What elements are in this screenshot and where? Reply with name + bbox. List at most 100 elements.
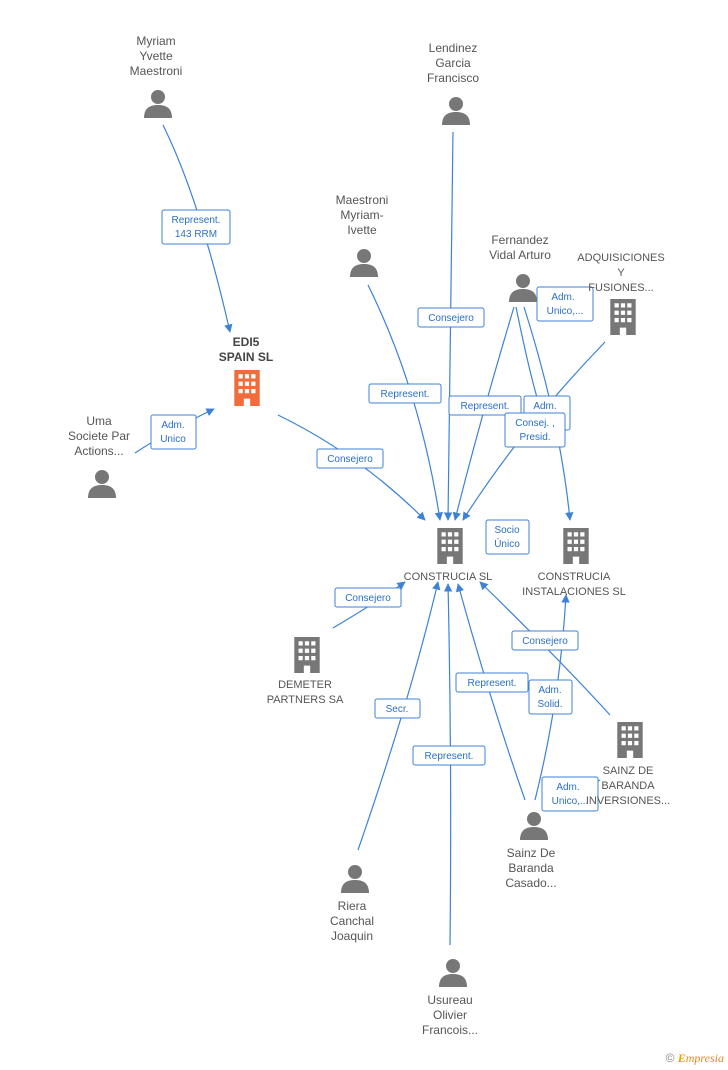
brand-logo[interactable]: Empresia: [678, 1051, 724, 1065]
edge-label-e17[interactable]: Adm. Unico,...: [541, 776, 599, 812]
edge-label-text: Consejero: [522, 636, 568, 647]
edge-label-text: Represent.: [461, 401, 510, 412]
node-label: Ivette: [347, 223, 377, 237]
edge-label-text: Adm.: [556, 782, 579, 793]
node-label: Joaquin: [331, 929, 373, 943]
node-label: CONSTRUCIA: [538, 571, 611, 583]
edge-label-box: [417, 307, 485, 328]
building-icon: [294, 637, 320, 673]
edge-label-box: [368, 383, 442, 404]
person-node-riera[interactable]: Riera Canchal Joaquin: [330, 865, 374, 943]
edge-sainzinv-construcia: [479, 581, 611, 716]
edge-label-e6[interactable]: Adm. Unico,...: [536, 286, 594, 322]
company-node-adquisiciones[interactable]: ADQUISICIONES Y FUSIONES...: [577, 252, 665, 335]
edge-label-text: Consejero: [345, 593, 391, 604]
node-label: Casado...: [505, 876, 556, 890]
person-icon: [350, 249, 378, 277]
person-node-uma[interactable]: Uma Societe Par Actions...: [68, 414, 130, 498]
edge-label-e1[interactable]: Represent. 143 RRM: [161, 209, 231, 245]
edge-label-text: Unico: [160, 434, 186, 445]
edge-label-text: Secr.: [386, 704, 409, 715]
node-label: DEMETER: [278, 679, 332, 691]
person-icon: [442, 97, 470, 125]
node-label: EDI5: [233, 335, 260, 349]
edge-label-text: Único: [494, 537, 520, 550]
person-node-fernandez[interactable]: Fernandez Vidal Arturo: [489, 233, 551, 302]
node-label: SAINZ DE: [603, 765, 654, 777]
person-nodes: Myriam Yvette Maestroni Lendinez Garcia …: [68, 34, 557, 1037]
edge-label-e7[interactable]: Represent.: [448, 395, 522, 416]
edge-label-box: [448, 395, 522, 416]
edge-label-box: [161, 209, 231, 245]
company-node-demeter[interactable]: DEMETER PARTNERS SA: [267, 637, 344, 706]
edge-label-text: Represent.: [425, 751, 474, 762]
edge-label-e5[interactable]: Represent.: [368, 383, 442, 404]
node-label: Garcia: [435, 56, 471, 70]
person-node-lendinez[interactable]: Lendinez Garcia Francisco: [427, 41, 479, 125]
company-node-sainz-inversiones[interactable]: SAINZ DE BARANDA INVERSIONES...: [586, 722, 670, 807]
edge-sainzperson-construcia: [455, 583, 526, 801]
building-icon: [234, 370, 260, 406]
edge-label-e4[interactable]: Consejero: [417, 307, 485, 328]
node-label: PARTNERS SA: [267, 694, 344, 706]
edge-label-text: Unico,...: [547, 306, 584, 317]
edge-label-e15[interactable]: Secr.: [374, 698, 421, 719]
node-label: Myriam: [136, 34, 175, 48]
node-label: Maestroni: [336, 193, 389, 207]
edge-fernandez-construcia: [452, 306, 515, 521]
edge-label-e9[interactable]: Consej. , Presid.: [504, 412, 566, 448]
node-label: SPAIN SL: [219, 350, 273, 364]
edge-label-e2[interactable]: Adm. Unico: [150, 414, 197, 450]
edge-label-box: [504, 412, 566, 448]
brand-initial: E: [677, 1051, 686, 1065]
company-node-construcia[interactable]: CONSTRUCIA SL: [404, 528, 493, 583]
edge-label-e14[interactable]: Adm. Solid.: [528, 679, 573, 715]
edge-label-text: Represent.: [381, 389, 430, 400]
person-icon: [439, 959, 467, 987]
node-label: Yvette: [139, 49, 173, 63]
company-node-edi5[interactable]: EDI5 SPAIN SL: [219, 335, 273, 406]
node-label: Maestroni: [130, 64, 183, 78]
building-icon: [437, 528, 463, 564]
edge-label-e11[interactable]: Consejero: [334, 587, 402, 608]
edge-labels: Represent. 143 RRM Adm. Unico Consejero …: [150, 209, 599, 812]
edge-label-box: [374, 698, 421, 719]
edge-label-e12[interactable]: Consejero: [511, 630, 579, 651]
person-icon: [520, 812, 548, 840]
person-node-myriam[interactable]: Myriam Yvette Maestroni: [130, 34, 183, 118]
node-label: Fernandez: [491, 233, 548, 247]
edge-label-e3[interactable]: Consejero: [316, 448, 384, 469]
building-icon: [617, 722, 643, 758]
node-label: Baranda: [508, 861, 554, 875]
node-label: Myriam-: [340, 208, 383, 222]
node-label: CONSTRUCIA SL: [404, 571, 493, 583]
person-node-usureau[interactable]: Usureau Olivier Francois...: [422, 959, 478, 1037]
edge-label-box: [334, 587, 402, 608]
edge-label-box: [541, 776, 599, 812]
person-node-maestroni[interactable]: Maestroni Myriam- Ivette: [336, 193, 389, 277]
edge-label-e16[interactable]: Represent.: [412, 745, 486, 766]
node-label: FUSIONES...: [588, 282, 653, 294]
edge-label-text: Presid.: [519, 432, 550, 443]
person-icon: [341, 865, 369, 893]
edge-label-text: Adm.: [551, 292, 574, 303]
node-label: INVERSIONES...: [586, 795, 670, 807]
node-label: Sainz De: [507, 846, 556, 860]
node-label: Uma: [86, 414, 112, 428]
node-label: Riera: [338, 899, 367, 913]
person-icon: [144, 90, 172, 118]
edge-label-e10[interactable]: Socio Único: [485, 519, 530, 555]
footer-brand: © Empresia: [666, 1051, 724, 1066]
edge-label-e13[interactable]: Represent.: [455, 672, 529, 693]
company-node-construcia-instalaciones[interactable]: CONSTRUCIA INSTALACIONES SL: [522, 528, 626, 598]
edge-label-box: [528, 679, 573, 715]
node-label: BARANDA: [601, 780, 655, 792]
node-label: Lendinez: [429, 41, 478, 55]
person-node-sainz[interactable]: Sainz De Baranda Casado...: [505, 812, 557, 890]
brand-name: mpresia: [685, 1051, 724, 1065]
node-label: Usureau: [427, 993, 472, 1007]
building-icon: [563, 528, 589, 564]
edge-label-text: Consej. ,: [515, 418, 554, 429]
building-icon: [610, 299, 636, 335]
edge-label-text: Socio: [494, 525, 519, 536]
